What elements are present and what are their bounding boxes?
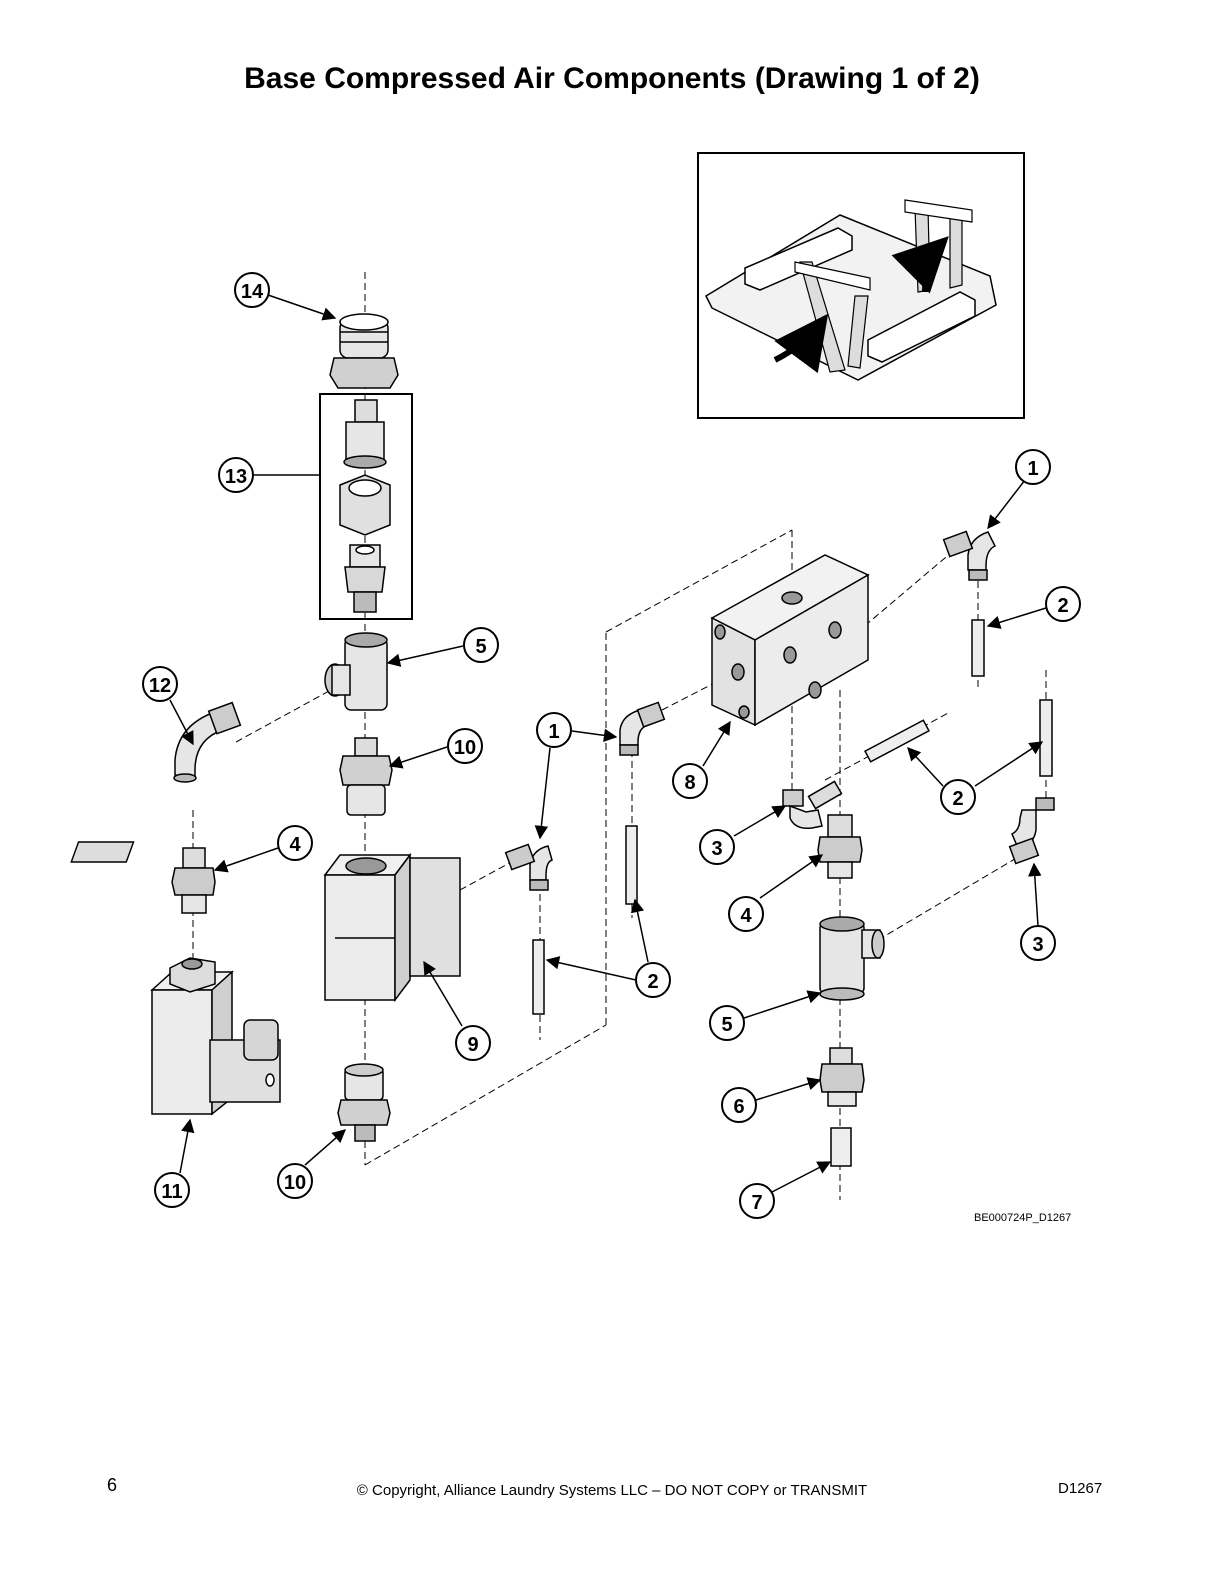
- callout-12: 12: [142, 666, 178, 702]
- callout-13: 13: [218, 457, 254, 493]
- part-1-elbow-mid-lower: [504, 843, 553, 891]
- part-2-tube-far-right: [1039, 699, 1053, 777]
- part-8-manifold: [710, 554, 870, 727]
- part-2-tube-mid-upper: [625, 825, 638, 905]
- part-3-elbow-far-right: [1008, 797, 1055, 865]
- callout-5-right: 5: [709, 1005, 745, 1041]
- part-2-tube-right-upper: [971, 619, 985, 677]
- part-11-solenoid: [150, 957, 281, 1116]
- document-id: D1267: [1058, 1480, 1103, 1497]
- part-4-fitting-left: [171, 847, 216, 914]
- callout-2-mid-label: 2: [647, 971, 658, 993]
- part-13-fitting-set: [339, 399, 391, 613]
- callout-10-upper-label: 10: [454, 737, 476, 759]
- part-14-bushing: [329, 313, 399, 389]
- callout-3-right: 3: [1020, 925, 1056, 961]
- callout-1-mid-label: 1: [548, 721, 559, 743]
- callout-11: 11: [154, 1172, 190, 1208]
- callout-7-label: 7: [751, 1192, 762, 1214]
- callout-2-right-upper: 2: [1045, 586, 1081, 622]
- page-number: 6: [107, 1475, 118, 1495]
- part-9-valve: [70, 841, 461, 1003]
- callout-5-left-label: 5: [475, 636, 486, 658]
- callout-13-label: 13: [225, 466, 247, 488]
- callout-8: 8: [672, 763, 708, 799]
- callout-3-mid: 3: [699, 829, 735, 865]
- part-2-tube-mid-lower: [532, 939, 545, 1015]
- part-10-nipple-lower: [337, 1063, 391, 1142]
- part-10-nipple-upper: [339, 737, 393, 816]
- callout-4-left-label: 4: [289, 834, 301, 856]
- callout-1-mid: 1: [536, 712, 572, 748]
- callout-1-right: 1: [1015, 449, 1051, 485]
- callout-9: 9: [455, 1025, 491, 1061]
- part-5-tee-left: [324, 632, 388, 711]
- callout-2-right-lower-label: 2: [952, 788, 963, 810]
- inset-locator-view: [697, 152, 1025, 419]
- copyright-notice: © Copyright, Alliance Laundry Systems LL…: [356, 1482, 868, 1499]
- callout-2-mid: 2: [635, 962, 671, 998]
- callout-10-upper: 10: [447, 728, 483, 764]
- part-4-fitting-right: [817, 814, 863, 879]
- callout-10-lower: 10: [277, 1163, 313, 1199]
- callout-2-right-upper-label: 2: [1057, 595, 1068, 617]
- callout-5-right-label: 5: [721, 1014, 732, 1036]
- part-2-tube-right-diagonal: [864, 719, 930, 763]
- part-5-tee-right: [819, 916, 885, 1001]
- callout-3-mid-label: 3: [711, 838, 722, 860]
- callout-10-lower-label: 10: [284, 1172, 306, 1194]
- callout-4-right: 4: [728, 896, 764, 932]
- callout-7: 7: [739, 1183, 775, 1219]
- callout-12-label: 12: [149, 675, 171, 697]
- part-6-connector: [819, 1047, 865, 1107]
- part-3-elbow-right-upper: [782, 780, 843, 830]
- part-12-elbow: [173, 701, 242, 783]
- callout-6: 6: [721, 1087, 757, 1123]
- part-1-elbow-mid-upper: [619, 701, 666, 756]
- drawing-code: BE000724P_D1267: [974, 1212, 1071, 1224]
- part-13-kit-box: [319, 393, 413, 620]
- callout-4-right-label: 4: [740, 905, 752, 927]
- callout-2-right-lower: 2: [940, 779, 976, 815]
- callout-9-label: 9: [467, 1034, 478, 1056]
- part-1-elbow-right: [942, 530, 997, 581]
- callout-5-left: 5: [463, 627, 499, 663]
- callout-8-label: 8: [684, 772, 695, 794]
- callout-3-right-label: 3: [1032, 934, 1043, 956]
- callout-4-left: 4: [277, 825, 313, 861]
- callout-14-label: 14: [241, 281, 264, 303]
- part-7-tube-segment: [830, 1127, 852, 1167]
- callout-1-right-label: 1: [1027, 458, 1038, 480]
- callout-leaders: [169, 294, 1047, 1193]
- callout-6-label: 6: [733, 1096, 744, 1118]
- callout-11-label: 11: [161, 1181, 182, 1203]
- page-title: Base Compressed Air Components (Drawing …: [244, 62, 980, 95]
- callout-14: 14: [234, 272, 270, 308]
